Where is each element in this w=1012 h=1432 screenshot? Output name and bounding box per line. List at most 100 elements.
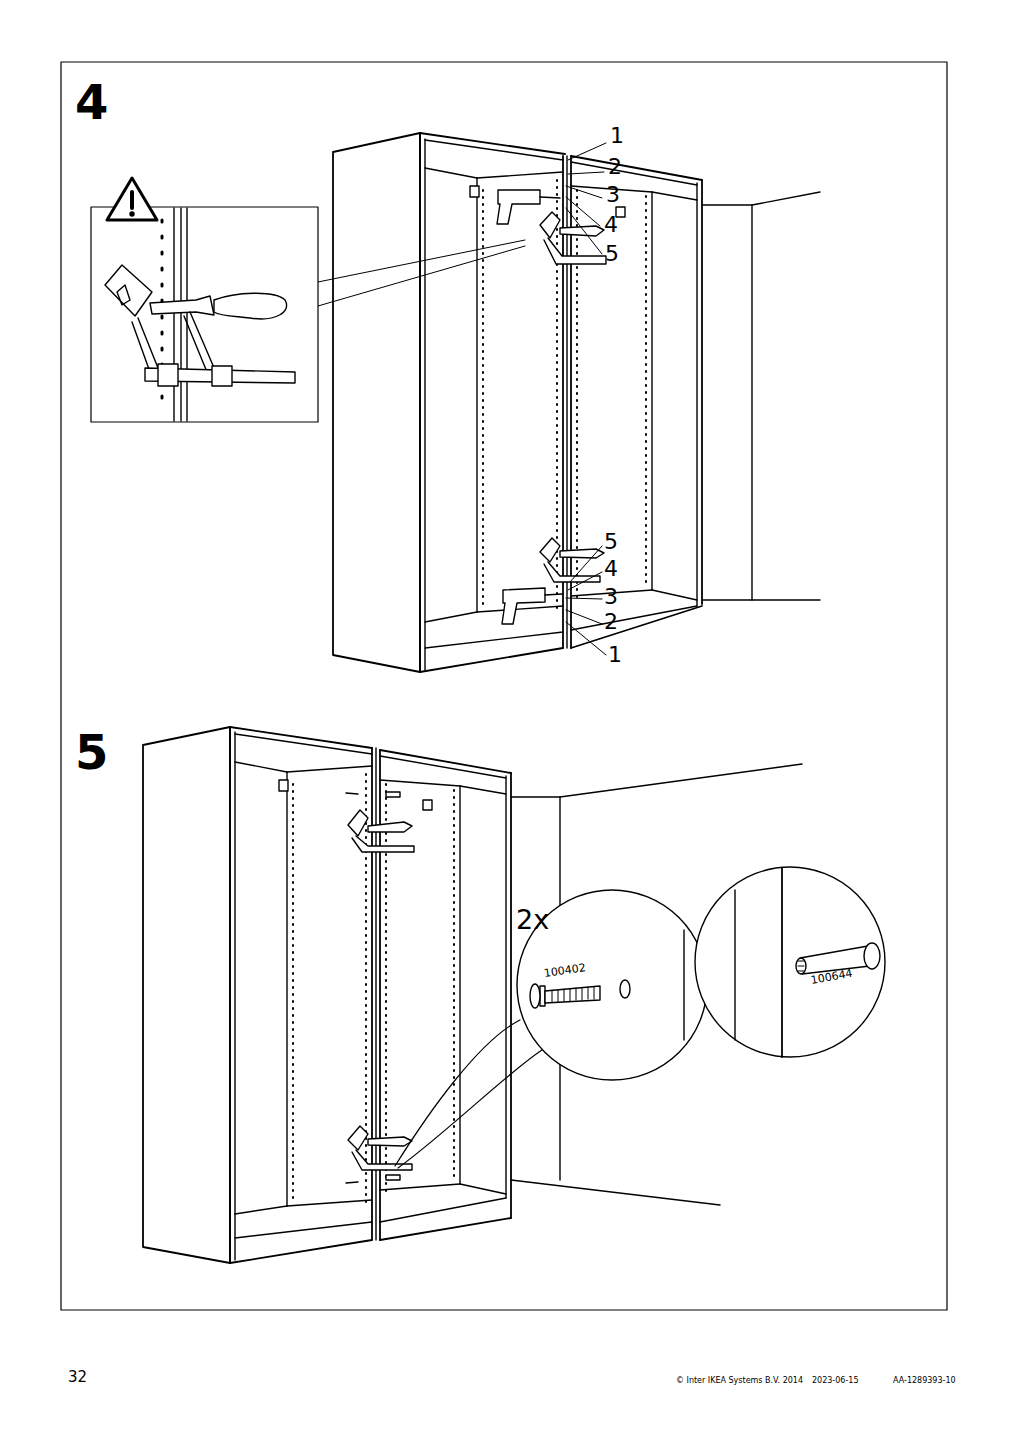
wardrobe-frame xyxy=(696,183,697,606)
clamp xyxy=(540,538,560,562)
wardrobe-frame xyxy=(380,780,460,786)
warning-inset xyxy=(117,285,130,305)
clamp xyxy=(352,836,414,852)
warning-inset xyxy=(105,265,152,316)
leader-line xyxy=(566,143,606,655)
wardrobe-frame xyxy=(477,606,563,612)
warning-inset xyxy=(107,178,157,220)
detail-callout xyxy=(552,987,594,1002)
detail-callout xyxy=(781,868,783,1057)
warning-inset xyxy=(180,208,181,421)
warning-inset xyxy=(212,366,232,386)
wardrobe-frame xyxy=(571,606,697,630)
warning-inset xyxy=(214,293,287,319)
wardrobe-frame xyxy=(571,162,697,185)
wardrobe-frame xyxy=(143,727,230,1263)
clamp xyxy=(560,549,604,558)
wardrobe-frame xyxy=(380,1184,460,1190)
wardrobe-frame xyxy=(645,196,647,588)
wardrobe-frame xyxy=(229,727,231,1263)
wardrobe-frame xyxy=(651,192,652,590)
warning-inset xyxy=(132,318,158,372)
detail-callout xyxy=(530,984,540,1008)
wall xyxy=(702,205,752,600)
step-number: 4 xyxy=(75,78,108,126)
detail-callout xyxy=(796,958,806,974)
wall xyxy=(702,599,820,600)
screw-and-dowel xyxy=(386,1175,400,1180)
warning-inset xyxy=(130,212,134,216)
screw-and-dowel xyxy=(346,792,400,1183)
clamp xyxy=(540,212,606,582)
leader-line xyxy=(566,610,602,624)
drill xyxy=(497,190,540,224)
wardrobe-frame xyxy=(652,192,697,200)
wardrobe-frame xyxy=(235,1206,287,1214)
callout-number: 1 xyxy=(608,644,622,666)
wardrobe-frame xyxy=(425,612,477,622)
leader-line xyxy=(568,172,604,174)
detail-callout xyxy=(620,980,630,998)
detail-callout xyxy=(545,986,600,1003)
detail-callout xyxy=(395,867,885,1168)
clamp xyxy=(540,212,560,238)
page-frame xyxy=(61,62,947,1310)
wardrobe-frame xyxy=(423,800,432,810)
callout-number: 3 xyxy=(604,586,618,608)
wardrobe-frame xyxy=(287,1200,372,1206)
leader-line xyxy=(568,572,602,590)
leader-line xyxy=(566,622,606,655)
callout-number: 5 xyxy=(604,531,618,553)
wall xyxy=(511,1180,720,1205)
detail-callout xyxy=(734,890,735,1040)
wall xyxy=(560,764,802,797)
document-code: AA-1289393-10 xyxy=(893,1377,956,1385)
detail-callout xyxy=(864,943,880,969)
leader-line xyxy=(566,186,602,198)
wardrobe-frame xyxy=(235,1222,372,1238)
detail-callout xyxy=(395,1020,520,1166)
wardrobe-frame xyxy=(279,780,288,791)
wardrobe-frame xyxy=(477,172,563,178)
wardrobe-frame xyxy=(333,133,702,672)
clamp xyxy=(560,226,604,236)
wardrobe-frame xyxy=(510,773,512,1218)
clamp xyxy=(368,822,412,832)
wardrobe-frame xyxy=(460,786,506,794)
wardrobe-frame xyxy=(143,727,511,1263)
wardrobe-frame xyxy=(230,1240,372,1263)
wardrobe-frame xyxy=(292,784,294,1200)
callout-number: 1 xyxy=(610,125,624,147)
wardrobe-frame xyxy=(425,168,477,178)
warning-inset xyxy=(184,312,215,372)
date-note: 2023-06-15 xyxy=(812,1377,859,1385)
clamp xyxy=(348,1126,368,1150)
wardrobe-frame xyxy=(571,156,702,180)
clamp xyxy=(348,810,414,1170)
copyright-note: © Inter IKEA Systems B.V. 2014 xyxy=(676,1377,803,1385)
leader-line xyxy=(566,197,600,226)
screw-and-dowel xyxy=(346,1182,358,1183)
leader-line xyxy=(570,546,602,582)
callout-number: 3 xyxy=(606,184,620,206)
wardrobe-frame xyxy=(230,727,372,748)
wardrobe-frame xyxy=(424,139,425,670)
wardrobe-frame xyxy=(419,133,421,672)
wardrobe-frame xyxy=(576,190,578,600)
warning-inset xyxy=(186,208,187,421)
wardrobe-frame xyxy=(234,732,235,1260)
warning-inset xyxy=(173,208,174,421)
page-frame xyxy=(61,62,947,1310)
wardrobe-frame xyxy=(235,762,287,772)
detail-callout xyxy=(540,986,545,1006)
wardrobe-frame xyxy=(333,133,420,672)
wardrobe-frame xyxy=(235,734,372,754)
wardrobe-frame xyxy=(652,590,697,600)
wardrobe-frame xyxy=(505,776,506,1198)
wardrobe-frame xyxy=(380,1218,511,1240)
wall xyxy=(752,192,820,205)
warning-inset xyxy=(158,364,178,386)
wardrobe-frame xyxy=(460,1184,506,1194)
